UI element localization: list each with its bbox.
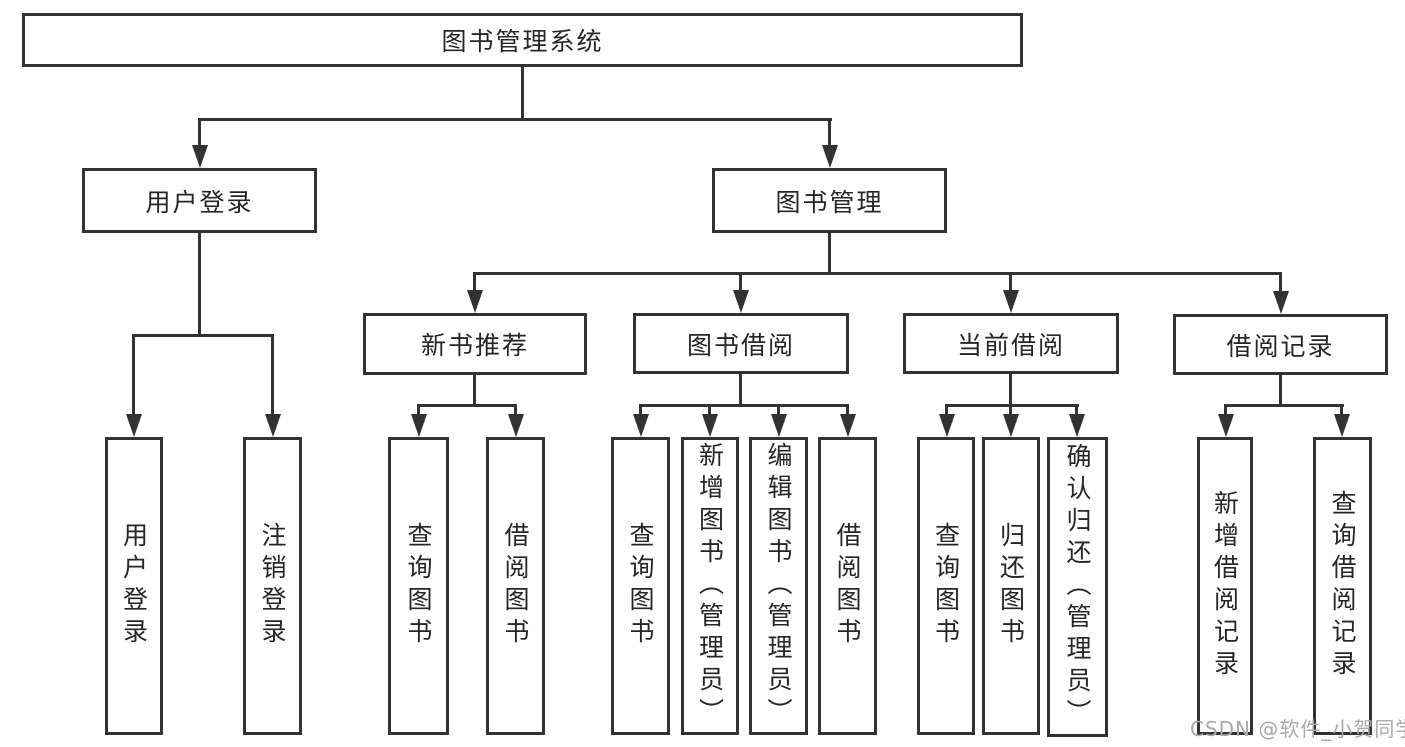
node-label: 图书管理 bbox=[775, 187, 884, 217]
connector-book-borrow-bar bbox=[639, 404, 849, 407]
node-book-management: 图书管理 bbox=[712, 168, 947, 233]
connector-shaft-leaf bbox=[271, 334, 274, 418]
arrowhead-down-icon bbox=[126, 414, 142, 437]
node-label: 新书推荐 bbox=[420, 331, 529, 360]
node-label: 新增借阅记录 bbox=[1210, 490, 1240, 682]
connector-root-stub bbox=[521, 67, 524, 120]
arrowhead-down-icon bbox=[1003, 290, 1019, 313]
leaf-query-book-current: 查询图书 bbox=[917, 437, 975, 735]
arrowhead-down-icon bbox=[702, 414, 718, 437]
connector-book-management-bar bbox=[474, 272, 1282, 275]
arrowhead-down-icon bbox=[1334, 414, 1350, 437]
connector-current-borrow-stub bbox=[1009, 374, 1012, 407]
node-label: 当前借阅 bbox=[956, 330, 1065, 360]
connector-shaft-leaf bbox=[846, 404, 849, 417]
connector-shaft-leaf bbox=[1224, 404, 1227, 417]
connector-user-login-stub bbox=[198, 233, 201, 337]
leaf-query-book-borrow: 查询图书 bbox=[611, 437, 670, 735]
connector-new-book-bar bbox=[417, 404, 517, 407]
node-new-book-recommend: 新书推荐 bbox=[363, 313, 587, 375]
node-current-borrow: 当前借阅 bbox=[903, 313, 1119, 374]
arrowhead-down-icon bbox=[411, 414, 427, 437]
node-label: 借阅图书 bbox=[501, 522, 530, 650]
leaf-add-borrow-record: 新增借阅记录 bbox=[1197, 437, 1253, 735]
leaf-user-login: 用户登录 bbox=[105, 437, 163, 735]
arrowhead-down-icon bbox=[265, 414, 281, 437]
node-label: 图书借阅 bbox=[686, 330, 795, 360]
connector-shaft-user-login bbox=[198, 118, 201, 150]
connector-shaft-section bbox=[739, 272, 742, 292]
connector-borrow-records-stub bbox=[1279, 375, 1282, 407]
arrowhead-down-icon bbox=[1069, 414, 1085, 437]
connector-shaft-leaf bbox=[132, 334, 135, 418]
csdn-watermark: CSDN @软件_小贺同学 bbox=[1190, 717, 1405, 741]
connector-book-borrow-stub bbox=[739, 374, 742, 407]
node-label: 图书管理系统 bbox=[441, 27, 604, 56]
node-label: 查询图书 bbox=[931, 522, 961, 650]
connector-root-bar bbox=[198, 118, 832, 121]
connector-user-login-bar bbox=[132, 334, 274, 337]
node-label: 查询图书 bbox=[626, 522, 655, 650]
connector-shaft-leaf bbox=[1009, 404, 1012, 417]
connector-shaft-leaf bbox=[1340, 404, 1343, 417]
leaf-logout: 注销登录 bbox=[243, 437, 302, 735]
connector-shaft-section bbox=[1279, 272, 1282, 292]
connector-shaft-section bbox=[1009, 272, 1012, 292]
arrowhead-down-icon bbox=[1273, 291, 1289, 314]
arrowhead-down-icon bbox=[822, 145, 838, 168]
node-root: 图书管理系统 bbox=[22, 13, 1023, 67]
connector-new-book-stub bbox=[473, 375, 476, 407]
arrowhead-down-icon bbox=[192, 145, 208, 168]
node-user-login: 用户登录 bbox=[82, 168, 317, 233]
node-label: 查询借阅记录 bbox=[1328, 490, 1357, 682]
arrowhead-down-icon bbox=[467, 290, 483, 313]
connector-shaft-leaf bbox=[777, 404, 780, 417]
node-label: 确认归还（管理员） bbox=[1063, 443, 1092, 731]
node-label: 注销登录 bbox=[258, 522, 287, 650]
connector-shaft-leaf bbox=[945, 404, 948, 417]
arrowhead-down-icon bbox=[771, 414, 787, 437]
node-label: 归还图书 bbox=[996, 522, 1026, 650]
connector-shaft-section bbox=[473, 272, 476, 292]
arrowhead-down-icon bbox=[633, 414, 649, 437]
leaf-borrow-book: 借阅图书 bbox=[818, 437, 877, 735]
leaf-query-borrow-record: 查询借阅记录 bbox=[1313, 437, 1372, 735]
arrowhead-down-icon bbox=[939, 414, 955, 437]
leaf-return-book: 归还图书 bbox=[982, 437, 1040, 735]
connector-shaft-leaf bbox=[514, 404, 517, 417]
arrowhead-down-icon bbox=[1003, 414, 1019, 437]
connector-shaft-leaf bbox=[1075, 404, 1078, 417]
leaf-query-book-recommend: 查询图书 bbox=[388, 437, 449, 735]
arrowhead-down-icon bbox=[508, 414, 524, 437]
connector-shaft-leaf bbox=[417, 404, 420, 417]
node-label: 查询图书 bbox=[404, 522, 433, 650]
arrowhead-down-icon bbox=[1218, 414, 1234, 437]
connector-borrow-records-bar bbox=[1224, 404, 1344, 407]
arrowhead-down-icon bbox=[840, 414, 856, 437]
node-label: 借阅记录 bbox=[1226, 331, 1335, 361]
connector-book-management-stub bbox=[828, 233, 831, 275]
arrowhead-down-icon bbox=[733, 290, 749, 313]
node-label: 新增图书（管理员） bbox=[695, 442, 725, 730]
node-label: 编辑图书（管理员） bbox=[764, 442, 793, 730]
leaf-edit-book-admin: 编辑图书（管理员） bbox=[749, 437, 808, 735]
connector-shaft-leaf bbox=[639, 404, 642, 417]
node-borrow-records: 借阅记录 bbox=[1173, 314, 1388, 375]
node-label: 用户登录 bbox=[145, 187, 254, 217]
node-label: 借阅图书 bbox=[833, 522, 862, 650]
node-label: 用户登录 bbox=[119, 522, 149, 650]
leaf-add-book-admin: 新增图书（管理员） bbox=[681, 437, 739, 735]
leaf-confirm-return-admin: 确认归还（管理员） bbox=[1047, 437, 1108, 737]
connector-shaft-leaf bbox=[708, 404, 711, 417]
leaf-borrow-book-recommend: 借阅图书 bbox=[486, 437, 545, 735]
node-book-borrow: 图书借阅 bbox=[633, 313, 849, 374]
connector-shaft-book-management bbox=[828, 118, 831, 150]
connector-current-borrow-bar bbox=[945, 404, 1079, 407]
